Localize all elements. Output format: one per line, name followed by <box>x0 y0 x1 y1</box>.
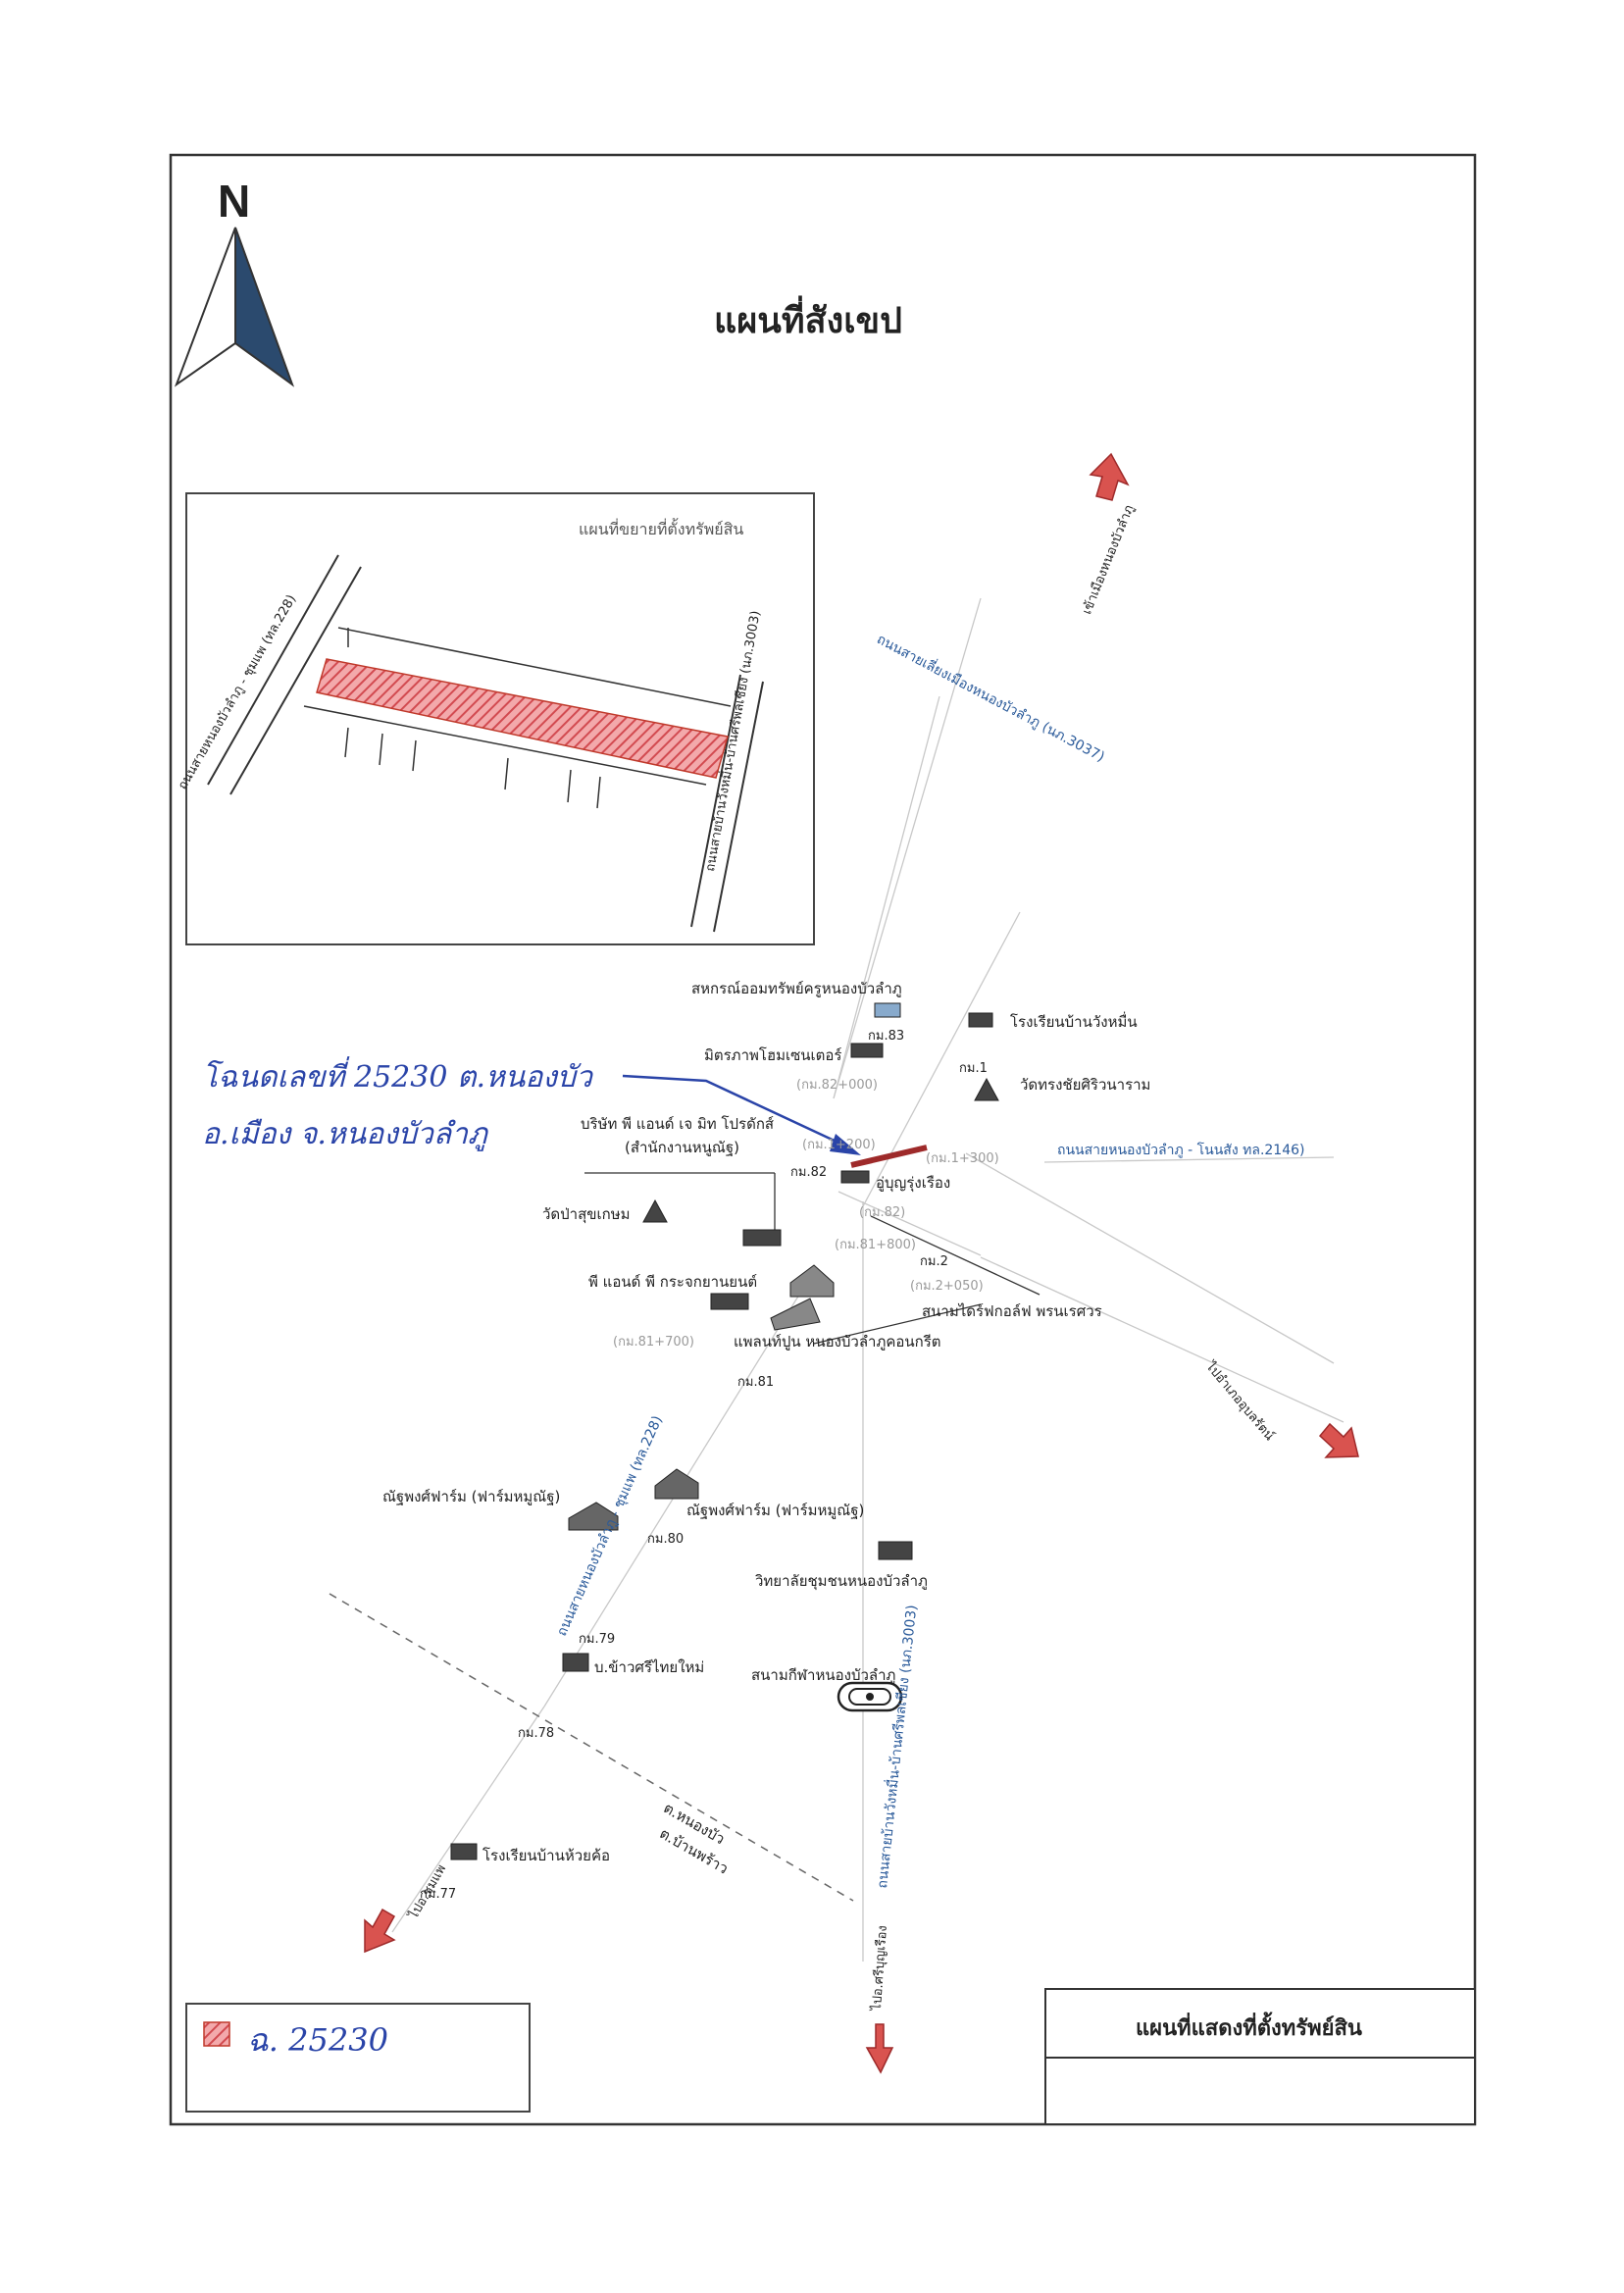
plot-hatched <box>316 658 729 779</box>
rice-co-label: บ.ข้าวศรีไทยใหม่ <box>594 1658 705 1676</box>
north-label: N <box>218 176 251 227</box>
faint-km-5: (กม.81+800) <box>835 1238 916 1252</box>
auyun-icon <box>840 1170 870 1184</box>
title-block-title: แผนที่แสดงที่ตั้งทรัพย์สิน <box>1136 2016 1362 2041</box>
boundary-line <box>329 1593 854 1902</box>
legend-swatch <box>203 2021 230 2047</box>
concrete-plant-icon <box>770 1298 821 1331</box>
mitraphap-label: มิตรภาพโฮมเซนเตอร์ <box>704 1046 842 1064</box>
km2-label: กม.2 <box>920 1254 948 1269</box>
faint-km-6: (กม.2+050) <box>910 1279 984 1294</box>
temple-pa-icon <box>642 1198 668 1223</box>
km1-label: กม.1 <box>959 1061 988 1076</box>
arrow-s-icon <box>865 2023 894 2074</box>
farm1-icon <box>568 1502 619 1531</box>
stadium-icon <box>837 1681 903 1712</box>
handwritten-line-1: โฉนดเลขที่ 25230 ต.หนองบัว <box>202 1060 592 1095</box>
farm2-label: ณัฐพงศ์ฟาร์ม (ฟาร์มหมูณัฐ) <box>686 1502 865 1519</box>
farm1-label: ณัฐพงศ์ฟาร์ม (ฟาร์มหมูณัฐ) <box>382 1488 561 1505</box>
farm2-icon <box>654 1468 699 1500</box>
arrow-north-icon <box>1089 452 1130 501</box>
temple-song-icon <box>974 1077 999 1101</box>
km81-label: กม.81 <box>737 1375 775 1390</box>
east-road-label: ถนนสายหนองบัวลำภู - โนนสัง ทล.2146) <box>1057 1143 1305 1158</box>
pj-factory-icon <box>742 1229 782 1247</box>
handwritten-line-2: อ.เมือง จ.หนองบัวลำภู <box>202 1117 487 1151</box>
stadium-label: สนามกีฬาหนองบัวลำภู <box>751 1666 896 1684</box>
km80-label: กม.80 <box>647 1532 685 1547</box>
inset-title: แผนที่ขยายที่ตั้งทรัพย์สิน <box>579 520 744 538</box>
pj-company-label-1: บริษัท พี แอนด์ เจ มิท โปรดักส์ <box>581 1115 775 1133</box>
pj-company-label-2: (สำนักงานหนูณัฐ) <box>625 1139 739 1156</box>
pp-glass-icon <box>710 1293 749 1310</box>
map-title: แผนที่สังเขป <box>714 301 902 341</box>
arrow-sw-icon <box>364 1908 396 1954</box>
faint-km-2: (กม.1+200) <box>802 1138 876 1152</box>
coop-icon <box>874 1002 901 1018</box>
school-huai-icon <box>450 1843 478 1860</box>
km83-label: กม.83 <box>868 1029 905 1044</box>
handwritten-pointer <box>622 1074 839 1145</box>
school-wang-icon <box>968 1012 993 1028</box>
north-arrow-icon <box>174 227 295 387</box>
faint-km-4: (กม.82) <box>859 1205 906 1220</box>
wat-pa-label: วัดป่าสุขเกษม <box>542 1205 631 1223</box>
college-label: วิทยาลัยชุมชนหนองบัวลำภู <box>755 1572 928 1590</box>
auyun-label: อู่บุญรุ่งเรือง <box>876 1174 951 1192</box>
faint-km-7: (กม.81+700) <box>613 1335 694 1350</box>
coop-label: สหกรณ์ออมทรัพย์ครูหนองบัวลำภู <box>691 980 902 997</box>
pp-glass-label: พี แอนด์ พี กระจกยานยนต์ <box>588 1273 758 1291</box>
mitraphap-icon <box>850 1043 884 1058</box>
km82-label: กม.82 <box>790 1165 828 1180</box>
legend-label: ฉ. 25230 <box>247 2021 388 2059</box>
drive-range-label: สนามไดร์ฟกอล์ฟ พรนเรศวร <box>922 1302 1102 1320</box>
road-lines <box>391 597 1345 1962</box>
arrow-east-icon <box>1318 1422 1359 1458</box>
rice-co-icon <box>562 1653 589 1672</box>
property-marker <box>850 1145 928 1168</box>
legend-box <box>185 2003 531 2113</box>
map-frame <box>169 153 1477 2126</box>
faint-km-1: (กม.82+000) <box>796 1078 878 1093</box>
km78-label: กม.78 <box>518 1726 555 1741</box>
km77-label: กม.77 <box>420 1887 457 1902</box>
drive-range-icon <box>789 1264 835 1298</box>
faint-km-3: (กม.1+300) <box>926 1151 999 1166</box>
km79-label: กม.79 <box>579 1632 616 1647</box>
wat-song-label: วัดทรงชัยศิริวนาราม <box>1020 1076 1151 1094</box>
inset-drawing <box>207 554 764 933</box>
school-wang-label: โรงเรียนบ้านวังหมื่น <box>1010 1013 1138 1031</box>
concrete-label: แพลนท์ปูน หนองบัวลำภูคอนกรีต <box>734 1333 941 1350</box>
school-huai-label: โรงเรียนบ้านห้วยค้อ <box>482 1847 611 1864</box>
college-icon <box>878 1541 913 1560</box>
